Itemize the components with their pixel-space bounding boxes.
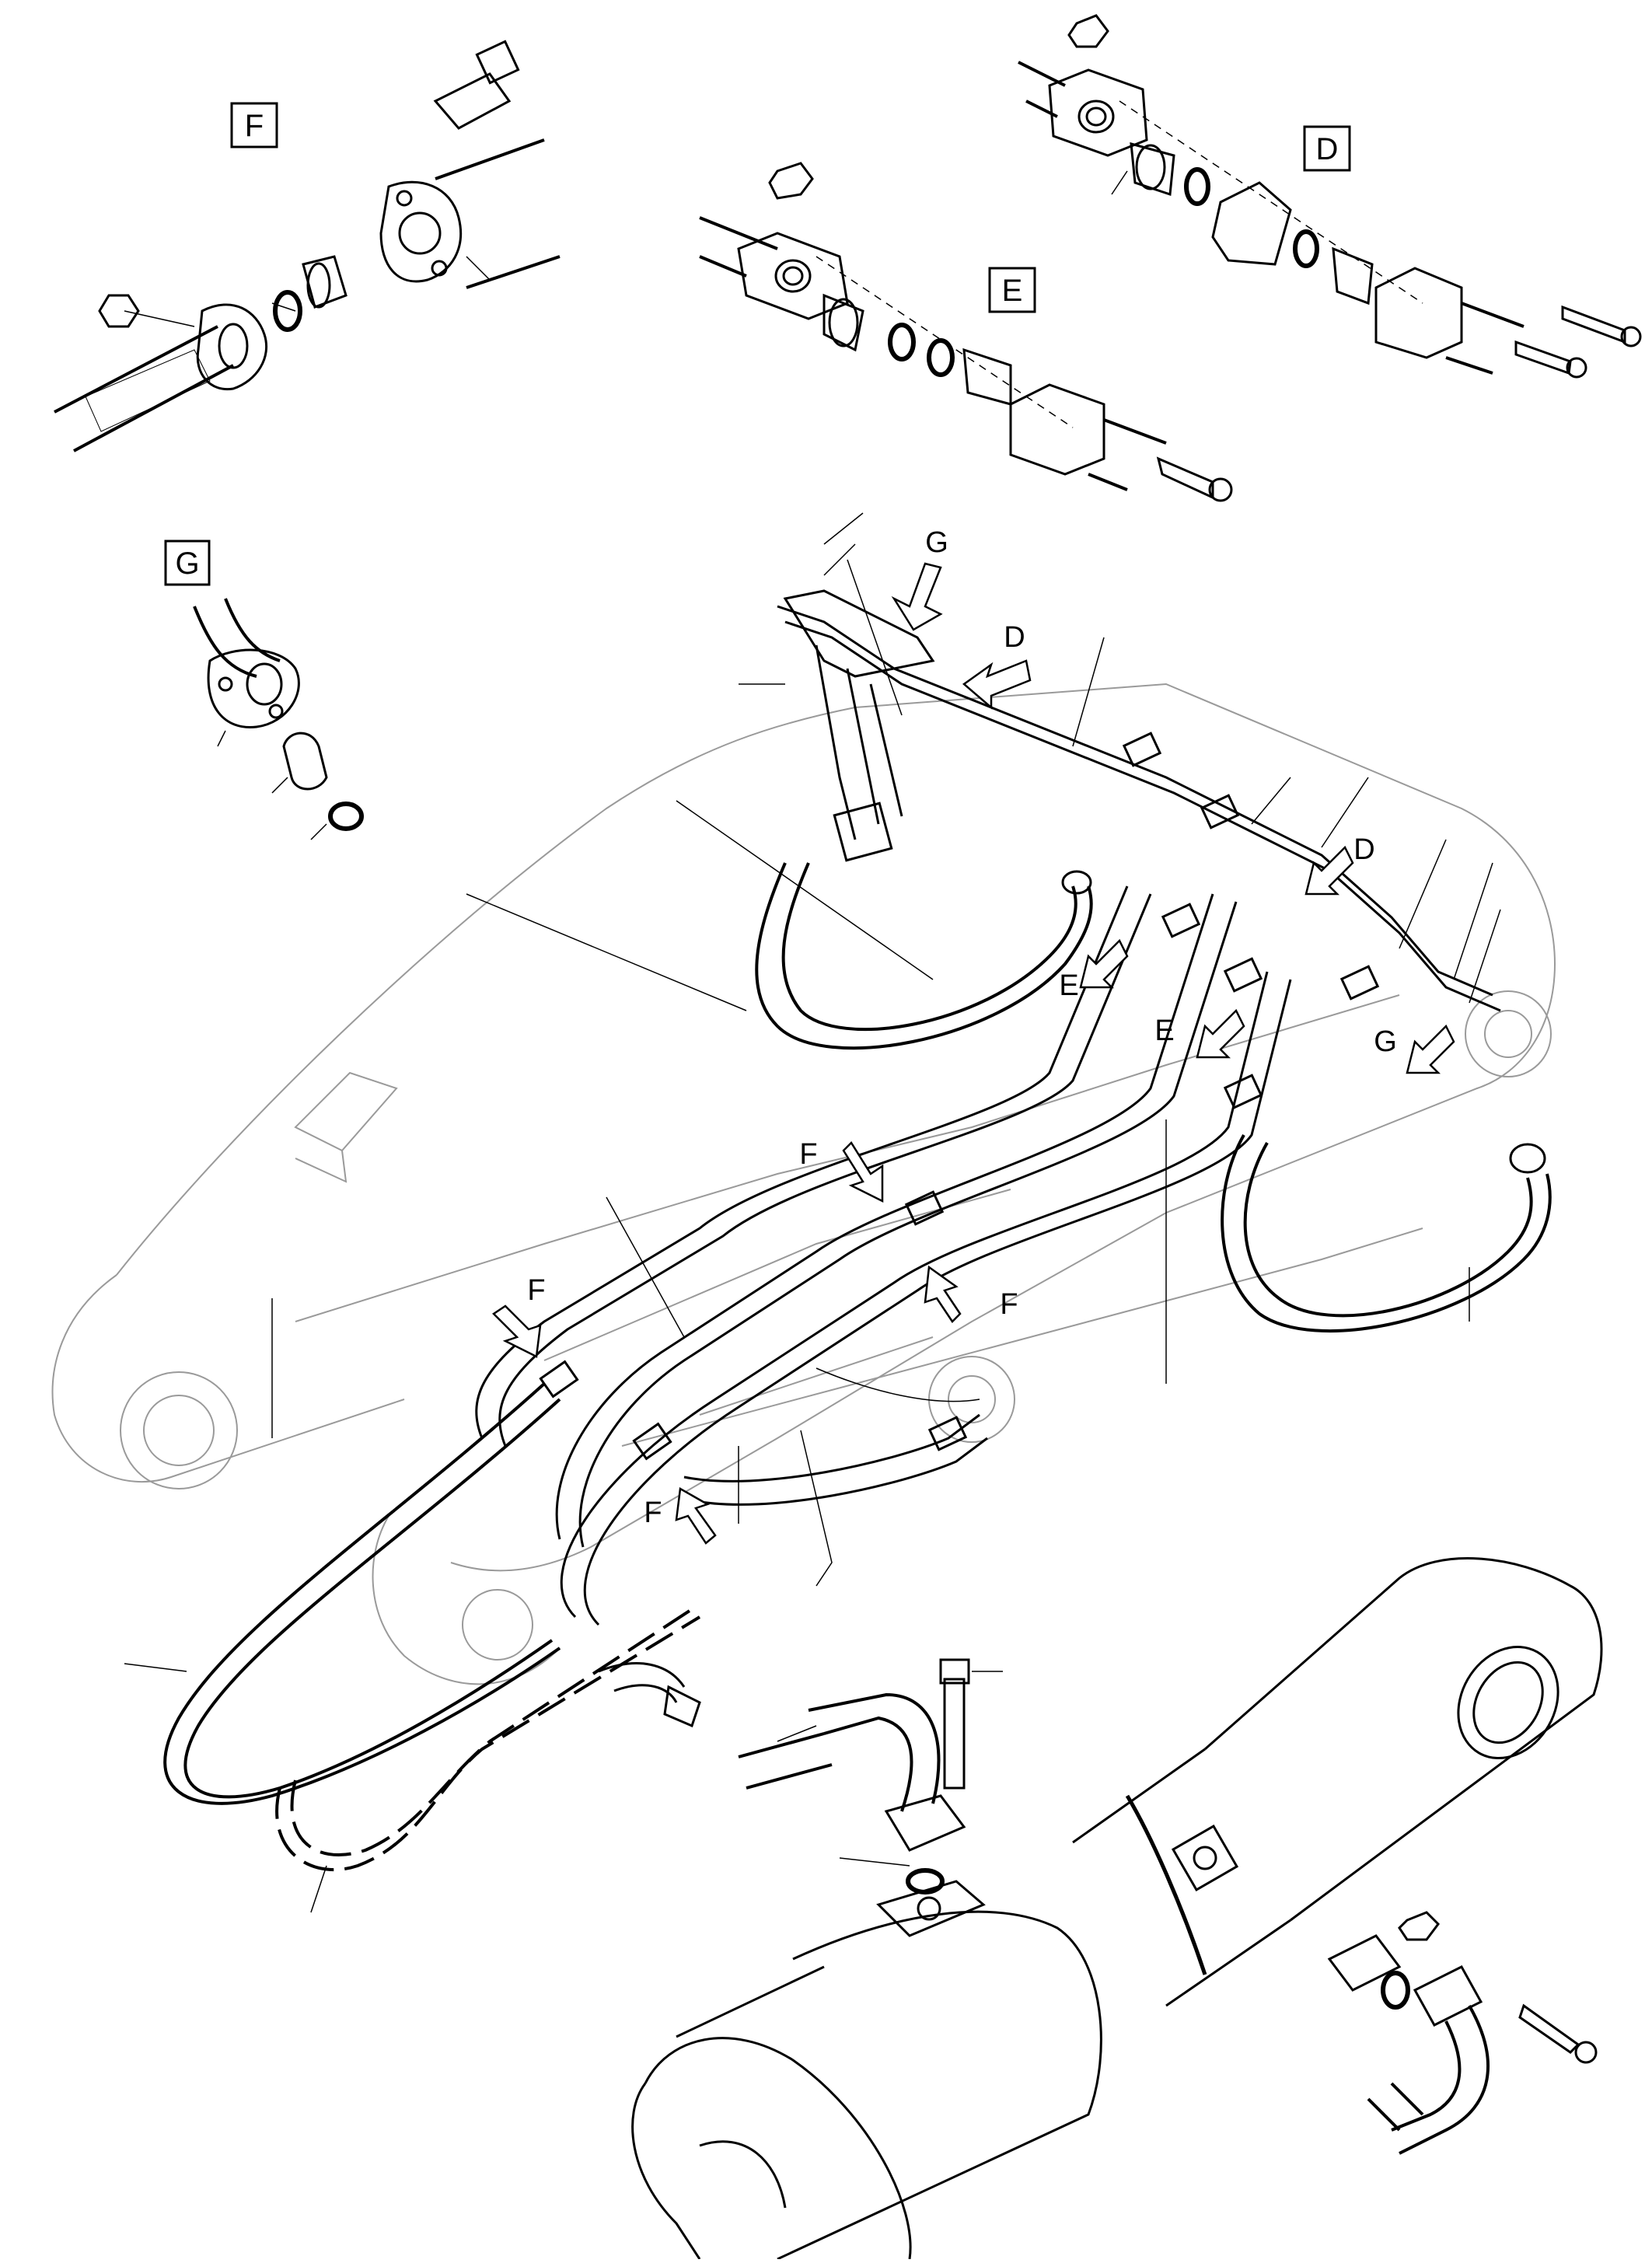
hydraulic-lines [163, 589, 1552, 1871]
arrow-e-lower [1196, 1008, 1245, 1059]
arrow-f-left [492, 1304, 542, 1358]
detail-label-e: E [1002, 274, 1023, 308]
arrow-g-right [1406, 1024, 1455, 1074]
callout-arrows [492, 562, 1455, 1545]
callout-label-d-top: D [1004, 621, 1025, 654]
callout-label-d-right: D [1353, 833, 1374, 866]
arrow-d-right [1304, 845, 1354, 896]
hydraulic-cylinder [631, 1557, 1603, 2261]
leader-lines [124, 170, 1501, 1913]
detail-view-g [164, 540, 364, 840]
detail-label-f: F [245, 109, 264, 143]
arrow-d-top [962, 659, 1032, 710]
callout-label-e-upper: E [1059, 969, 1078, 1002]
callout-label-f-lower: F [644, 1496, 662, 1529]
callout-label-f-upper: F [799, 1138, 817, 1171]
arrow-f-upper [842, 1141, 884, 1203]
arrow-f-middle [924, 1265, 962, 1323]
arrow-f-lower [675, 1486, 717, 1545]
detail-label-d: D [1316, 132, 1339, 166]
detail-view-e [699, 162, 1233, 502]
arrow-e-upper [1079, 938, 1129, 989]
labels: F G E D G D D E E G F F F F [175, 109, 1396, 1529]
boom-outline [51, 683, 1556, 1685]
detail-e-frame [988, 267, 1036, 313]
detail-d-frame [1303, 125, 1351, 172]
detail-g-frame [164, 540, 211, 586]
detail-f-frame [230, 102, 278, 148]
arrow-g-top [891, 562, 943, 631]
callout-label-f-left: F [527, 1274, 545, 1307]
callout-label-f-middle: F [1000, 1288, 1018, 1321]
callout-label-g-right: G [1374, 1025, 1397, 1058]
detail-view-f [54, 40, 561, 452]
callout-label-e-lower: E [1154, 1015, 1174, 1047]
detail-view-d [1018, 14, 1642, 379]
detail-label-g: G [175, 547, 199, 581]
callout-label-g-top: G [925, 526, 948, 559]
